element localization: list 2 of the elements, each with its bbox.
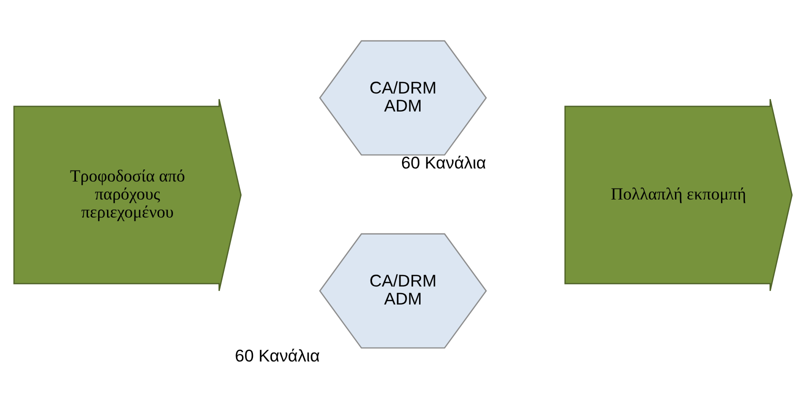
node-label: 60 Κανάλια bbox=[234, 346, 320, 366]
node-label: 60 Κανάλια bbox=[401, 154, 486, 173]
